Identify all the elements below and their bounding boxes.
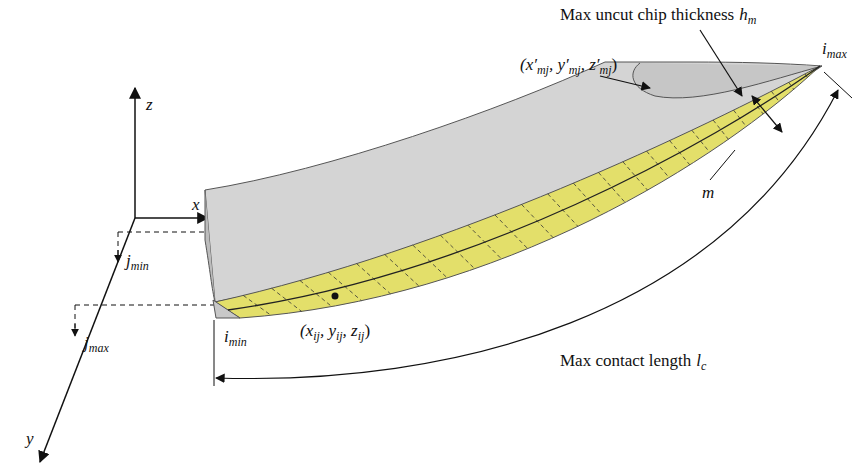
subscript-label: mj	[569, 63, 581, 77]
discretization-lines	[243, 74, 807, 315]
figure-label: i	[822, 39, 827, 58]
label-group: z	[146, 96, 153, 113]
figure-label: l	[696, 351, 701, 370]
subscript-label: max	[827, 47, 847, 61]
label-group: imin	[224, 328, 247, 345]
label-group: y	[26, 430, 34, 447]
subscript-label: ij	[313, 329, 320, 343]
figure-label: m	[702, 183, 714, 202]
subscript-label: c	[701, 359, 706, 373]
label-group: m	[702, 184, 714, 201]
figure-label: , z	[343, 321, 358, 340]
figure-label: i	[224, 327, 229, 346]
thickness-leader	[700, 30, 742, 96]
figure-label: x	[192, 195, 200, 214]
z-axis	[134, 88, 136, 218]
subscript-label: ij	[336, 329, 343, 343]
figure-label: , y	[320, 321, 336, 340]
figure-label: Max uncut chip thickness	[560, 5, 734, 24]
extension-line	[214, 320, 215, 386]
subscript-label: mj	[600, 63, 612, 77]
contact-length-arc	[216, 90, 838, 379]
figure-label: j	[126, 251, 131, 270]
figure-label: (x	[300, 321, 313, 340]
uncut-chip-area	[215, 66, 820, 318]
label-group: (x′mj, y′mj, z′mj)	[520, 56, 617, 73]
extension-line	[824, 72, 852, 98]
label-group: jmax	[84, 334, 109, 351]
jmax-projection	[75, 305, 214, 330]
label-group: (xij, yij, zij)	[300, 322, 370, 339]
subscript-label: mj	[537, 63, 549, 77]
subscript-label: max	[89, 341, 109, 355]
label-group: imax	[822, 40, 847, 57]
max-thickness-curve	[228, 66, 820, 310]
figure-label: z	[146, 95, 153, 114]
label-group: Max contact lengthlc	[560, 352, 706, 369]
figure-label: , z′	[581, 55, 600, 74]
figure-label: Max contact length	[560, 351, 691, 370]
label-group: Max uncut chip thicknesshm	[560, 6, 756, 23]
figure-label: , y′	[549, 55, 569, 74]
figure-label: )	[364, 321, 370, 340]
subscript-label: min	[131, 259, 149, 273]
y-axis	[40, 218, 135, 462]
sample-point	[332, 293, 339, 300]
figure-label: (x′	[520, 55, 537, 74]
x-axis	[135, 217, 208, 219]
jmax-arrow	[75, 324, 76, 336]
figure-label: h	[739, 5, 748, 24]
label-group: jmin	[126, 252, 149, 269]
subscript-label: ij	[358, 329, 365, 343]
chip-back-surface	[205, 62, 822, 302]
jmin-arrow	[118, 250, 119, 262]
figure-label: y	[26, 429, 34, 448]
subscript-label: m	[748, 13, 757, 27]
subscript-label: min	[229, 335, 247, 349]
m-leader	[710, 150, 735, 180]
point-leader	[600, 76, 650, 88]
figure-label: j	[84, 333, 89, 352]
chip-front-face	[205, 190, 215, 302]
thickness-dimension	[752, 96, 782, 132]
label-group: x	[192, 196, 200, 213]
figure-label: )	[612, 55, 618, 74]
